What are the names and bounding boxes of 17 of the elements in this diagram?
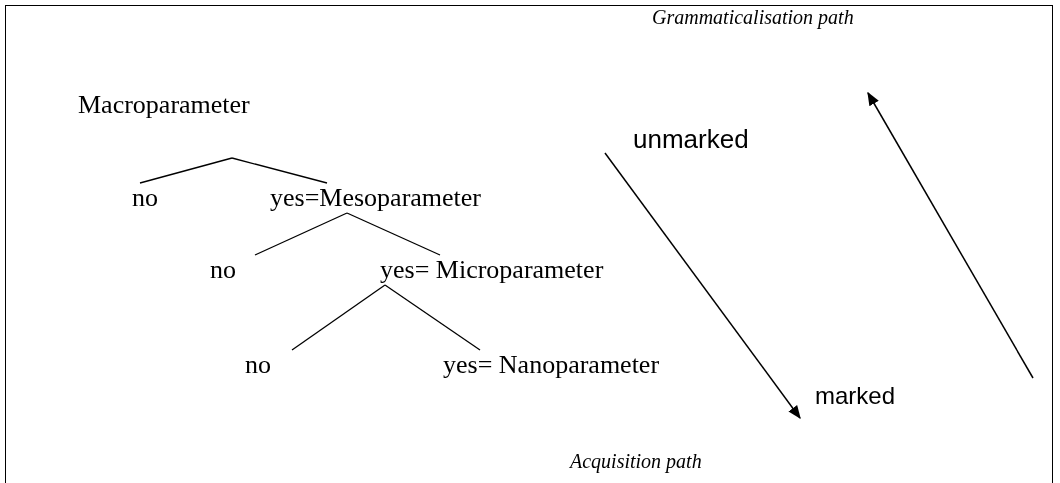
path-label: Grammaticalisation path bbox=[652, 6, 854, 29]
branch-line bbox=[384, 284, 481, 351]
markedness-label: unmarked bbox=[633, 124, 749, 155]
node-label: yes= Microparameter bbox=[380, 255, 604, 285]
node-label: yes= Nanoparameter bbox=[443, 350, 660, 380]
node-label: no bbox=[132, 183, 158, 213]
markedness-label: marked bbox=[815, 382, 896, 410]
branch-line bbox=[139, 157, 233, 184]
branch-line bbox=[291, 284, 386, 351]
node-label: no bbox=[210, 255, 236, 285]
path-label: Acquisition path bbox=[570, 450, 702, 473]
branch-line bbox=[254, 212, 348, 256]
branch-line bbox=[346, 212, 441, 256]
node-label: Macroparameter bbox=[78, 90, 250, 120]
node-label: yes=Mesoparameter bbox=[270, 183, 482, 213]
branch-line bbox=[231, 157, 328, 184]
node-label: no bbox=[245, 350, 271, 380]
